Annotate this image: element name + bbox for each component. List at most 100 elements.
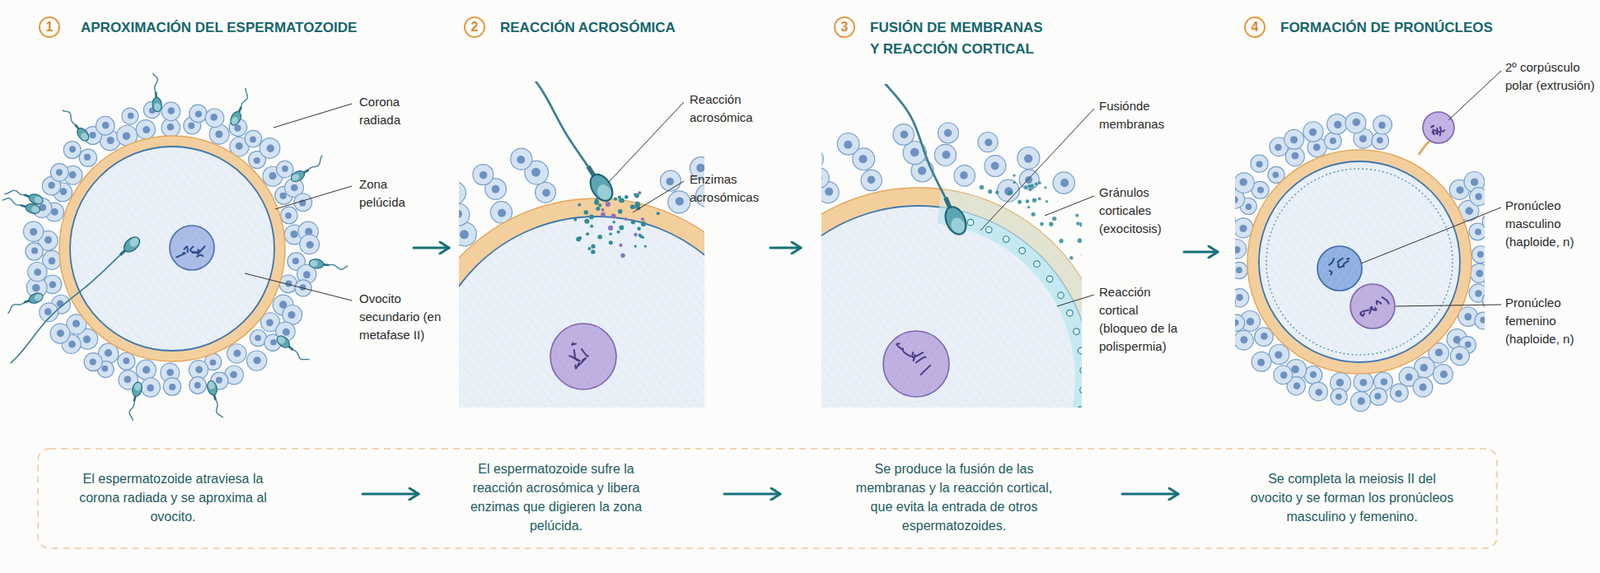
- cell-nucleus: [122, 357, 130, 365]
- chromosome: [184, 246, 188, 253]
- enzyme-dot: [590, 249, 595, 254]
- sperm: [871, 84, 971, 239]
- chromosome: [574, 350, 576, 359]
- cell-nucleus: [491, 185, 501, 194]
- caption-text: El espermatozoide sufre la reacción acro…: [453, 459, 660, 536]
- follicle-cell: [977, 132, 998, 153]
- sperm: [4, 291, 45, 314]
- cell-nucleus: [48, 257, 57, 265]
- chromosome: [196, 255, 203, 258]
- exocytosis-dot: [995, 190, 999, 194]
- exocytosis-dot: [1058, 238, 1063, 244]
- follicle-cell: [299, 234, 320, 255]
- follicle-cell: [1353, 372, 1373, 392]
- chromosome: [1431, 126, 1434, 128]
- follicle-cell: [50, 163, 69, 183]
- cell-nucleus: [60, 187, 68, 196]
- follicle-cell: [117, 352, 136, 370]
- sperm-head: [308, 258, 325, 270]
- enzyme-dot: [584, 219, 590, 225]
- sperm: [274, 333, 310, 366]
- cell-nucleus: [1290, 135, 1298, 144]
- cell-nucleus: [1235, 294, 1243, 301]
- acrosome: [79, 131, 90, 142]
- enzyme-dot: [584, 210, 590, 216]
- follicle-cell: [1052, 172, 1075, 194]
- sperm-tail: [62, 107, 80, 127]
- enzyme-dot: [608, 232, 613, 236]
- cell-nucleus: [1376, 136, 1384, 144]
- cell-nucleus: [1272, 172, 1280, 179]
- nucleus: [1350, 284, 1395, 329]
- cell-nucleus: [266, 318, 274, 327]
- cell-nucleus: [1333, 121, 1342, 129]
- cell-nucleus: [910, 148, 920, 158]
- enzyme-dot: [618, 243, 623, 248]
- cell-nucleus: [1060, 178, 1069, 188]
- cortical-granule: [1057, 292, 1065, 300]
- sperm-tail: [4, 252, 127, 365]
- follicle-cell: [95, 116, 115, 136]
- leader-line: [1448, 70, 1502, 121]
- step-title: REACCIÓN ACROSÓMICA: [500, 17, 764, 39]
- cell-nucleus: [1464, 207, 1473, 216]
- cell-nucleus: [1359, 378, 1367, 387]
- cell-nucleus: [210, 359, 217, 366]
- exocytosis-dot: [1076, 221, 1080, 225]
- follicle-cell: [163, 378, 181, 396]
- exocytosis-dot: [1024, 185, 1029, 190]
- sperm: [308, 258, 349, 272]
- cell-nucleus: [1405, 374, 1413, 382]
- enzyme-dot: [644, 244, 647, 248]
- cell-nucleus: [858, 154, 867, 164]
- enzyme-dot: [656, 211, 660, 216]
- sperm: [1, 233, 144, 364]
- exocytosis-dot: [1031, 212, 1036, 217]
- follicle-cell: [1469, 263, 1485, 283]
- enzyme-dot: [620, 253, 626, 259]
- enzyme-dot: [598, 203, 602, 207]
- follicle-cell: [1250, 154, 1268, 173]
- sperm-head: [228, 109, 244, 127]
- follicle-cell: [1235, 289, 1250, 308]
- cell-nucleus: [229, 371, 238, 379]
- panel-illustration: [0, 72, 348, 422]
- cell-nucleus: [1274, 350, 1282, 359]
- exocytosis-dot: [1052, 216, 1057, 221]
- cell-nucleus: [306, 241, 314, 249]
- cell-nucleus: [917, 166, 927, 175]
- follicle-cell: [1370, 388, 1388, 406]
- cell-nucleus: [102, 365, 109, 373]
- cell-nucleus: [68, 341, 76, 349]
- follicle-cell: [860, 169, 882, 191]
- follicle-cell: [837, 132, 860, 155]
- cortical-granule: [1080, 367, 1082, 375]
- cell-nucleus: [102, 121, 110, 130]
- cell-nucleus: [944, 129, 952, 137]
- sperm-head: [289, 168, 307, 184]
- exocytosis-dot: [1038, 181, 1042, 185]
- cell-nucleus: [1470, 177, 1479, 186]
- chromosome: [1329, 271, 1333, 275]
- acrosome: [133, 382, 142, 392]
- nucleus-texture: [1424, 113, 1453, 142]
- cell-nucleus: [1380, 378, 1389, 386]
- sperm-head: [27, 291, 44, 306]
- sperm: [205, 379, 226, 420]
- follicle-cell: [1309, 382, 1329, 402]
- part-label: Fusiónde membranas: [1099, 97, 1175, 134]
- cell-nucleus: [146, 384, 155, 393]
- cell-nucleus: [1260, 332, 1268, 341]
- leader-line: [980, 108, 1095, 231]
- enzyme-dot: [589, 214, 595, 220]
- exocytosis-dot: [1075, 214, 1079, 218]
- enzyme-dot: [594, 200, 599, 206]
- nucleus: [550, 323, 617, 390]
- follicle-cell: [934, 144, 956, 166]
- enzyme-dot: [619, 198, 625, 204]
- enzyme-dot: [600, 212, 606, 218]
- follicle-cell: [1350, 392, 1371, 412]
- cell-nucleus: [270, 339, 277, 347]
- enzyme-dot: [640, 221, 646, 227]
- cell-nucleus: [51, 208, 59, 216]
